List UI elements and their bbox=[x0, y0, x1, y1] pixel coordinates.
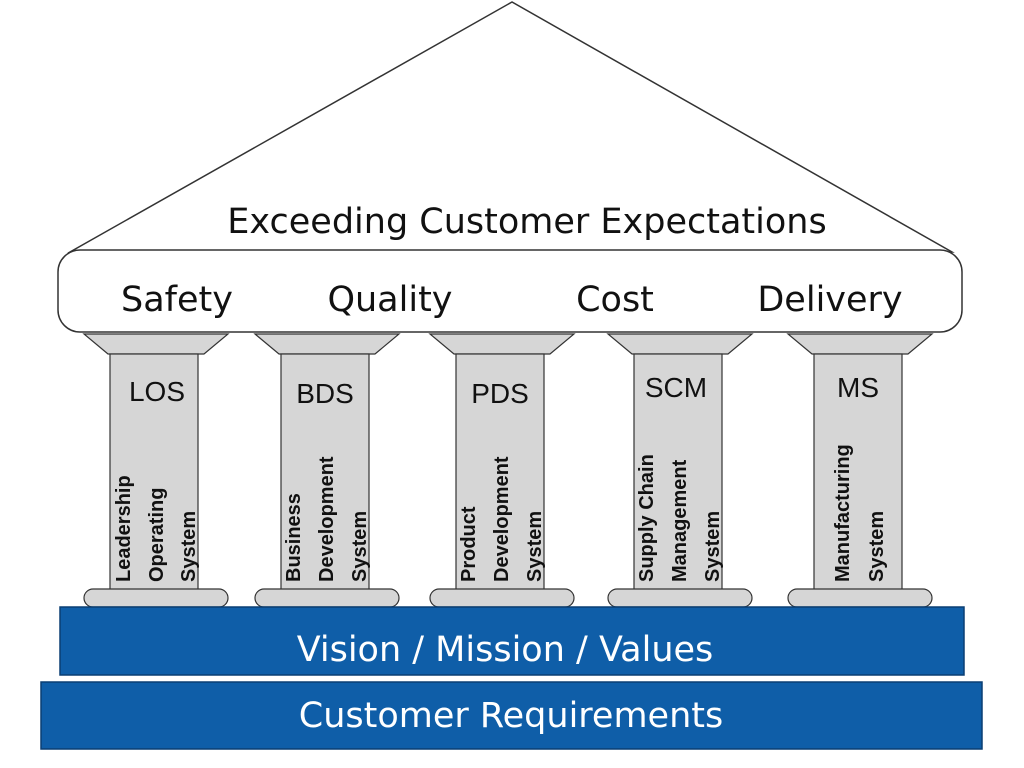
pillar-capital bbox=[606, 333, 754, 355]
pillar-name-line: Operating bbox=[146, 488, 168, 582]
pillar-name-line: System bbox=[178, 511, 200, 582]
pillar-name-line: System bbox=[866, 511, 888, 582]
pillar-name-line: System bbox=[702, 511, 724, 582]
foundation-upper bbox=[59, 606, 965, 676]
pillar-name-line: Management bbox=[669, 459, 691, 582]
pillar-shaft bbox=[455, 353, 545, 591]
foundation-lower-label: Customer Requirements bbox=[299, 696, 723, 736]
pillar-abbr: BDS bbox=[296, 378, 354, 409]
pillar-name-line: Manufacturing bbox=[832, 444, 854, 582]
pillar-abbr: LOS bbox=[129, 376, 185, 407]
pillar-name-line: System bbox=[524, 511, 546, 582]
pillar-los: LOS Leadership Operating System bbox=[82, 333, 230, 608]
beam-label-delivery: Delivery bbox=[757, 280, 902, 320]
beam-label-cost: Cost bbox=[576, 280, 654, 320]
pillar-shaft bbox=[109, 353, 199, 591]
pillar-capital bbox=[253, 333, 401, 355]
pillar-base bbox=[83, 588, 229, 608]
foundation-lower bbox=[40, 681, 983, 750]
pillar-abbr: MS bbox=[837, 372, 879, 403]
pillar-name-line: Development bbox=[491, 456, 513, 582]
foundation-upper-label: Vision / Mission / Values bbox=[297, 630, 714, 670]
pillar-base bbox=[787, 588, 933, 608]
beam-label-quality: Quality bbox=[327, 280, 452, 320]
pillar-base bbox=[607, 588, 753, 608]
pillar-name-line: System bbox=[349, 511, 371, 582]
pillar-shaft bbox=[813, 353, 903, 591]
pillar-abbr: PDS bbox=[471, 378, 529, 409]
pillar-name-line: Leadership bbox=[113, 475, 135, 582]
pillar-capital bbox=[786, 333, 934, 355]
pillar-abbr: SCM bbox=[645, 372, 707, 403]
pillar-base bbox=[254, 588, 400, 608]
pillar-name-line: Business bbox=[283, 493, 305, 582]
pillar-name-line: Development bbox=[316, 456, 338, 582]
pillar-scm: SCM Supply Chain Management System bbox=[606, 333, 754, 608]
pillar-bds: BDS Business Development System bbox=[253, 333, 401, 608]
pillar-shaft bbox=[633, 353, 723, 591]
beam bbox=[57, 249, 963, 333]
roof-title: Exceeding Customer Expectations bbox=[227, 202, 826, 242]
pillar-pds: PDS Product Development System bbox=[428, 333, 576, 608]
pillar-name-line: Product bbox=[458, 506, 480, 582]
pillar-base bbox=[429, 588, 575, 608]
pillar-ms: MS Manufacturing System bbox=[786, 333, 934, 608]
pillar-capital bbox=[82, 333, 230, 355]
pillar-name-line: Supply Chain bbox=[636, 454, 658, 582]
pillar-capital bbox=[428, 333, 576, 355]
beam-label-safety: Safety bbox=[121, 280, 233, 320]
